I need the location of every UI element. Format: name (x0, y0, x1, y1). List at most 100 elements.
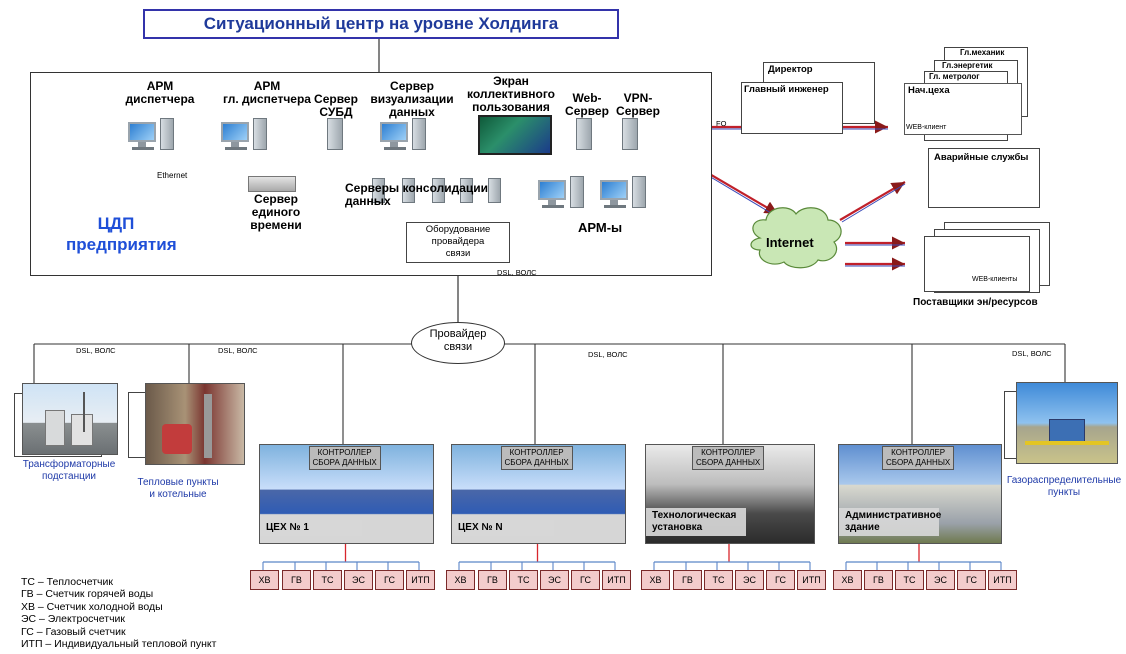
meter-box: ТС (313, 570, 342, 590)
web-server-icon (576, 118, 592, 150)
legend: ТС – Теплосчетчик ГВ – Счетчик горячей в… (21, 576, 216, 650)
meter-box: ХВ (250, 570, 279, 590)
meter-box: ЭС (344, 570, 373, 590)
chief-mechanic-label: Гл.механик (960, 48, 1005, 57)
arm-icon (538, 176, 586, 210)
meter-box: ЭС (735, 570, 764, 590)
meter-box: ГВ (673, 570, 702, 590)
internet-label: Internet (766, 235, 814, 250)
emergency-label: Аварийные службы (934, 152, 1029, 163)
arm-chief-dispatcher-icon (221, 118, 269, 152)
vpn-server-label: VPN-Сервер (616, 91, 660, 118)
suppliers-label: Поставщики эн/ресурсов (913, 297, 1038, 308)
consolidation-server-icon (432, 178, 445, 203)
meter-box: ГС (766, 570, 795, 590)
stack-card-head-shop (904, 83, 1022, 135)
meter-box: ГВ (478, 570, 507, 590)
meter-box: ТС (895, 570, 924, 590)
consolidation-server-icon (402, 178, 415, 203)
building-name-line: Административное (845, 510, 942, 521)
meter-box: ИТП (406, 570, 435, 590)
meter-box: ГС (375, 570, 404, 590)
arm-dispatcher-icon (128, 118, 176, 152)
meter-box: ИТП (797, 570, 826, 590)
shared-screen-icon (478, 115, 552, 155)
legend-item: ЭС – Электросчетчик (21, 613, 126, 626)
meter-box: ХВ (446, 570, 475, 590)
building-name-line: Технологическая (652, 510, 737, 521)
building-name-line: установка (652, 522, 703, 533)
meter-box: ГВ (282, 570, 311, 590)
dsl-label-4: DSL, ВОЛС (1012, 349, 1052, 358)
internet-cloud (750, 207, 842, 269)
consolidation-server-icon (460, 178, 473, 203)
arms-label: АРМ-ы (578, 220, 623, 235)
arm-icon (600, 176, 648, 210)
viz-server-icon (380, 118, 428, 152)
meter-box: ИТП (602, 570, 631, 590)
dsl-label-2: DSL, ВОЛС (218, 346, 258, 355)
transformer-photo (22, 383, 118, 455)
dsl-label-3: DSL, ВОЛС (588, 350, 628, 359)
ethernet-label: Ethernet (157, 171, 188, 180)
cdp-enterprise-box (30, 72, 712, 276)
dsl-label-1: DSL, ВОЛС (76, 346, 116, 355)
heat-points-photo (145, 383, 245, 465)
web-server-label: Web-Сервер (565, 91, 609, 118)
meter-box: ХВ (641, 570, 670, 590)
web-clients-label: WEB-клиенты (972, 276, 1018, 283)
legend-item: ТС – Теплосчетчик (21, 576, 113, 588)
building-name-line: ЦЕХ № N (458, 522, 503, 533)
chief-power-label: Гл.энергетик (942, 61, 993, 70)
meter-box: ГС (571, 570, 600, 590)
holding-situation-center: Ситуационный центр на уровне Холдинга (143, 9, 619, 39)
consolidation-server-icon (372, 178, 385, 203)
building-name: ЦЕХ № N (452, 520, 554, 536)
legend-item: ХВ – Счетчик холодной воды (21, 600, 163, 613)
gas-points-photo (1016, 382, 1118, 464)
meter-box: ИТП (988, 570, 1017, 590)
building-name-line: ЦЕХ № 1 (266, 522, 309, 533)
web-client-label: WEB-клиент (906, 124, 947, 131)
time-server-icon (248, 176, 296, 192)
legend-item: ИТП – Индивидуальный тепловой пункт (21, 638, 217, 651)
meter-box: ТС (704, 570, 733, 590)
meter-box: ХВ (833, 570, 862, 590)
consolidation-server-icon (488, 178, 501, 203)
chief-engineer-label: Главный инженер (744, 84, 829, 95)
vpn-server-icon (622, 118, 638, 150)
legend-item: ГС – Газовый счетчик (21, 625, 126, 638)
dsl-label-top: DSL, ВОЛС (497, 268, 537, 277)
dbms-server-icon (327, 118, 343, 150)
meter-box: ЭС (926, 570, 955, 590)
meter-box: ЭС (540, 570, 569, 590)
director-label: Директор (768, 64, 813, 75)
meter-box: ТС (509, 570, 538, 590)
consolidation-servers-label: Серверы консолидации данных (345, 181, 489, 208)
head-shop-label: Нач.цеха (908, 85, 950, 96)
legend-item: ГВ – Счетчик горячей воды (21, 588, 154, 601)
meter-box: ГВ (864, 570, 893, 590)
fo-label: FO (716, 119, 727, 128)
meter-box: ГС (957, 570, 986, 590)
building-name-line: здание (845, 522, 880, 533)
supplier-card-1 (924, 236, 1030, 292)
